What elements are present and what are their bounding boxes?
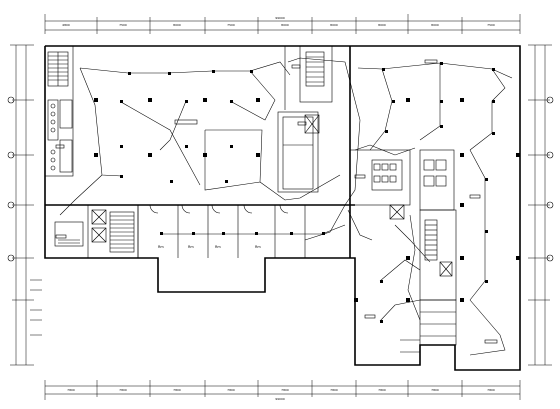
top-dimension-chain: 4800 7500 8000 7500 8000 8000 8000 8000 … <box>44 14 521 34</box>
dim-top-5: 8000 <box>281 23 289 27</box>
left-dimension-chain <box>7 44 42 366</box>
dim-top-6: 8000 <box>330 23 338 27</box>
dim-top-7: 8000 <box>378 23 386 27</box>
dim-bottom-1: 7800 <box>67 388 75 392</box>
dim-top-1: 4800 <box>62 23 70 27</box>
dim-bottom-2: 7800 <box>119 388 127 392</box>
outer-walls <box>44 45 521 371</box>
room-label-4: Rm <box>255 245 261 249</box>
dim-top-total: 99000 <box>275 16 285 20</box>
dim-bottom-9: 7800 <box>487 388 495 392</box>
right-core <box>349 149 457 353</box>
left-core <box>44 45 74 177</box>
wiring-runs <box>59 57 513 356</box>
dim-top-3: 8000 <box>173 23 181 27</box>
dim-top-8: 8000 <box>431 23 439 27</box>
bottom-dimension-chain: 7800 7800 7800 7800 7800 7800 7800 7800 … <box>44 380 521 401</box>
dim-bottom-4: 7800 <box>227 388 235 392</box>
dim-bottom-6: 7800 <box>330 388 338 392</box>
room-label-2: Rm <box>188 245 194 249</box>
dim-top-9: 7500 <box>487 23 495 27</box>
central-rooms <box>277 45 333 193</box>
dim-top-4: 7500 <box>227 23 235 27</box>
lower-left-stair-core <box>54 204 139 259</box>
room-label-1: Rm <box>158 245 164 249</box>
dim-bottom-7: 7800 <box>378 388 386 392</box>
lower-room-row: Rm Rm Rm Rm <box>137 204 306 258</box>
annotation-marks <box>55 59 498 344</box>
structural-columns <box>94 98 520 302</box>
dim-top-2: 7500 <box>119 23 127 27</box>
room-label-3: Rm <box>215 245 221 249</box>
dim-bottom-3: 7800 <box>173 388 181 392</box>
light-fixtures <box>120 62 495 323</box>
right-dimension-chain <box>528 44 554 366</box>
dim-bottom-8: 7800 <box>431 388 439 392</box>
dim-bottom-5: 7800 <box>281 388 289 392</box>
dim-bottom-total: 99000 <box>275 397 285 401</box>
